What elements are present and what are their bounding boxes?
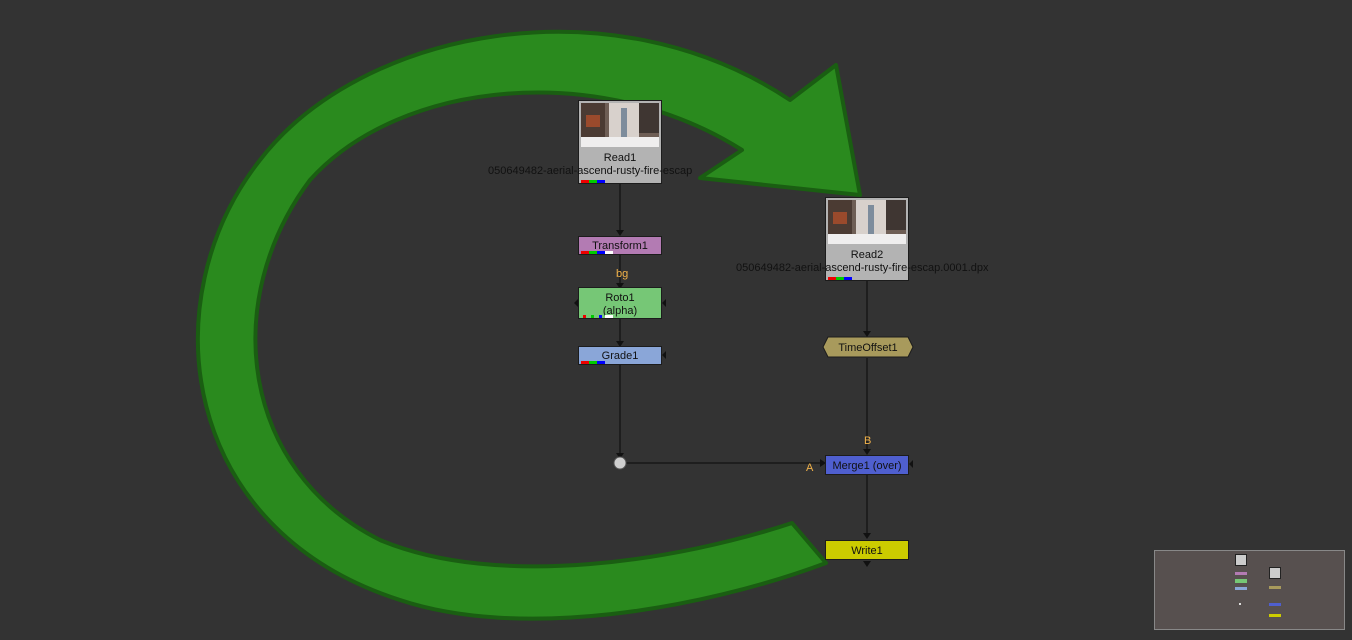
merge1-node[interactable]: Merge1 (over) (825, 455, 909, 475)
channel-blue-icon (597, 361, 605, 364)
read2-thumbnail (828, 200, 906, 244)
channel-green-icon (589, 251, 597, 254)
channel-green-icon (589, 180, 597, 183)
grade1-mask-input-icon[interactable] (662, 351, 666, 359)
read1-thumbnail (581, 103, 659, 147)
channel-green-icon (591, 315, 594, 318)
transform1-label: Transform1 (592, 240, 648, 252)
channel-red-icon (581, 180, 589, 183)
channel-red-icon (583, 315, 586, 318)
connection-arrowheads (616, 230, 871, 567)
curved-arrow-icon (196, 29, 862, 621)
channel-blue-icon (844, 277, 852, 280)
minimap-dot-icon (1239, 603, 1241, 605)
edge-label-a: A (806, 462, 814, 474)
dot-node-icon[interactable] (613, 456, 627, 470)
read1-filename: 050649482-aerial-ascend-rusty-fire-escap (488, 165, 693, 177)
channel-alpha-icon (605, 251, 613, 254)
edge-label-b: B (864, 435, 872, 447)
connections (619, 184, 868, 536)
write1-label: Write1 (851, 545, 883, 557)
minimap-write-icon (1269, 614, 1281, 617)
timeoffset1-node[interactable] (822, 336, 914, 358)
edge-label-bg: bg (616, 268, 629, 280)
channel-blue-icon (597, 251, 605, 254)
minimap-read1-icon (1235, 554, 1247, 566)
roto1-label: Roto1 (605, 292, 635, 304)
merge1-label: Merge1 (over) (832, 460, 902, 472)
transform1-node[interactable]: Transform1 (578, 236, 662, 255)
roto1-mask-input-icon[interactable] (662, 299, 666, 307)
image-thumbnail-icon (581, 103, 659, 147)
channel-alpha-icon (605, 315, 613, 318)
merge1-mask-input-icon[interactable] (909, 460, 913, 468)
roto1-input-arrow-icon[interactable] (574, 299, 578, 307)
read2-filename: 050649482-aerial-ascend-rusty-fire-escap… (736, 262, 989, 274)
grade1-label: Grade1 (601, 350, 639, 362)
channel-blue-icon (597, 180, 605, 183)
minimap-grade-icon (1235, 587, 1247, 590)
read1-label: Read1 (603, 152, 637, 164)
timeoffset1-label: TimeOffset1 (838, 342, 898, 354)
minimap-roto-icon (1235, 579, 1247, 583)
channel-red-icon (581, 361, 589, 364)
write1-node[interactable]: Write1 (825, 540, 909, 560)
roto1-sublabel: (alpha) (602, 305, 638, 317)
image-thumbnail-icon (828, 200, 906, 244)
read1-node[interactable]: Read1 (578, 100, 662, 184)
grade1-node[interactable]: Grade1 (578, 346, 662, 365)
minimap-merge-icon (1269, 603, 1281, 606)
read2-node[interactable]: Read2 (825, 197, 909, 281)
node-graph-minimap[interactable] (1154, 550, 1345, 630)
minimap-read2-icon (1269, 567, 1281, 579)
read2-label: Read2 (850, 249, 884, 261)
minimap-timeoffset-icon (1269, 586, 1281, 589)
channel-red-icon (581, 251, 589, 254)
channel-blue-icon (599, 315, 602, 318)
channel-green-icon (836, 277, 844, 280)
roto1-node[interactable]: Roto1 (alpha) (578, 287, 662, 319)
channel-green-icon (589, 361, 597, 364)
channel-red-icon (828, 277, 836, 280)
minimap-transform-icon (1235, 572, 1247, 575)
